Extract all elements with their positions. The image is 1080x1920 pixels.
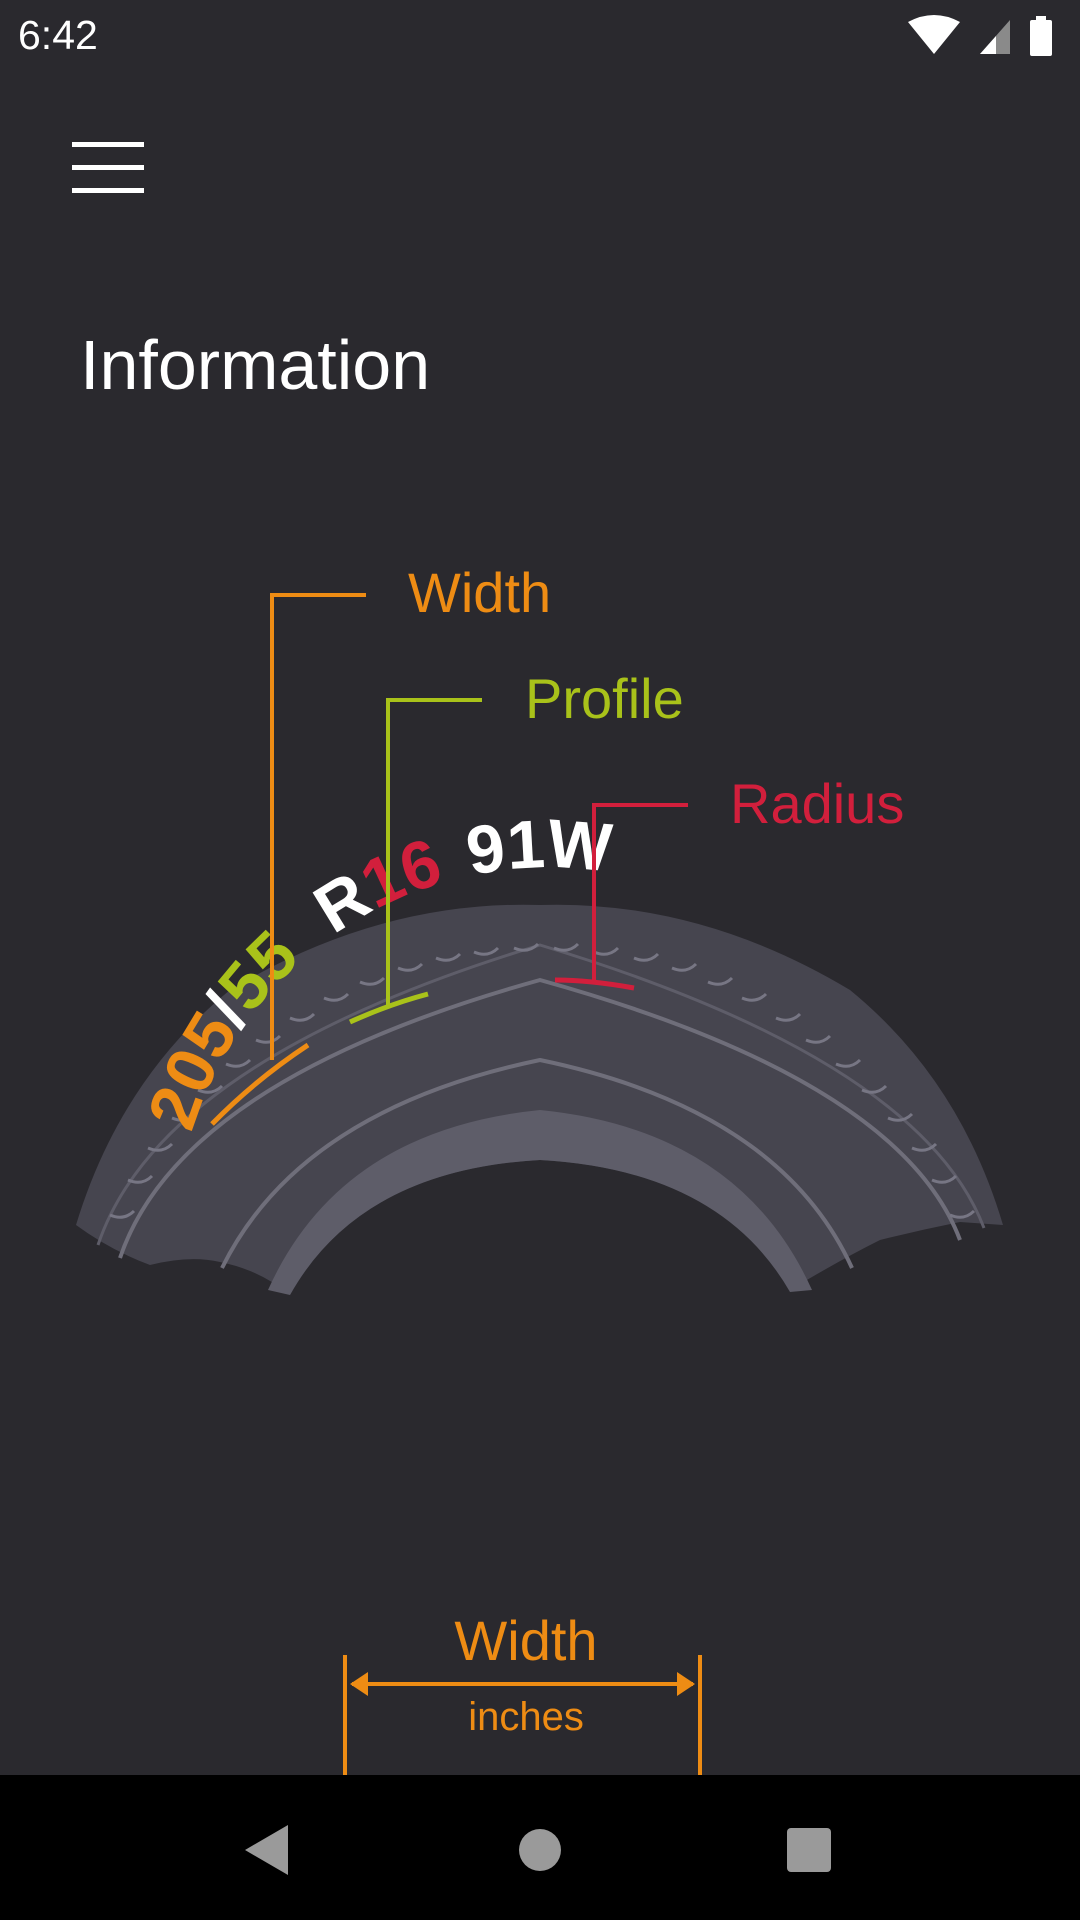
profile-callout: Profile [348,667,684,1025]
width-dimension-unit: inches [468,1695,584,1739]
wifi-icon [908,15,960,54]
home-icon [519,1829,561,1871]
recents-button[interactable] [754,1795,864,1905]
cellular-signal-icon [980,20,1010,54]
width-dimension-label: Width [454,1609,597,1672]
profile-label: Profile [525,667,684,730]
hamburger-menu-icon [72,142,144,193]
status-icons [908,15,1052,56]
battery-icon [1030,16,1052,56]
back-button[interactable] [212,1795,322,1905]
radius-callout: Radius [554,772,904,991]
width-label: Width [408,561,551,624]
navigation-bar [0,1775,1080,1920]
width-callout: Width [210,561,551,1126]
home-button[interactable] [485,1795,595,1905]
tire-illustration [76,904,1003,1295]
back-icon [245,1825,288,1875]
width-dimension: Width inches [343,1609,702,1780]
status-bar: 6:42 [0,0,1080,72]
status-time: 6:42 [18,12,98,58]
tire-code-load-speed: 91W [461,805,616,890]
menu-button[interactable] [62,130,154,210]
page-title: Information [80,326,431,404]
recents-icon [787,1828,831,1872]
radius-label: Radius [730,772,904,835]
